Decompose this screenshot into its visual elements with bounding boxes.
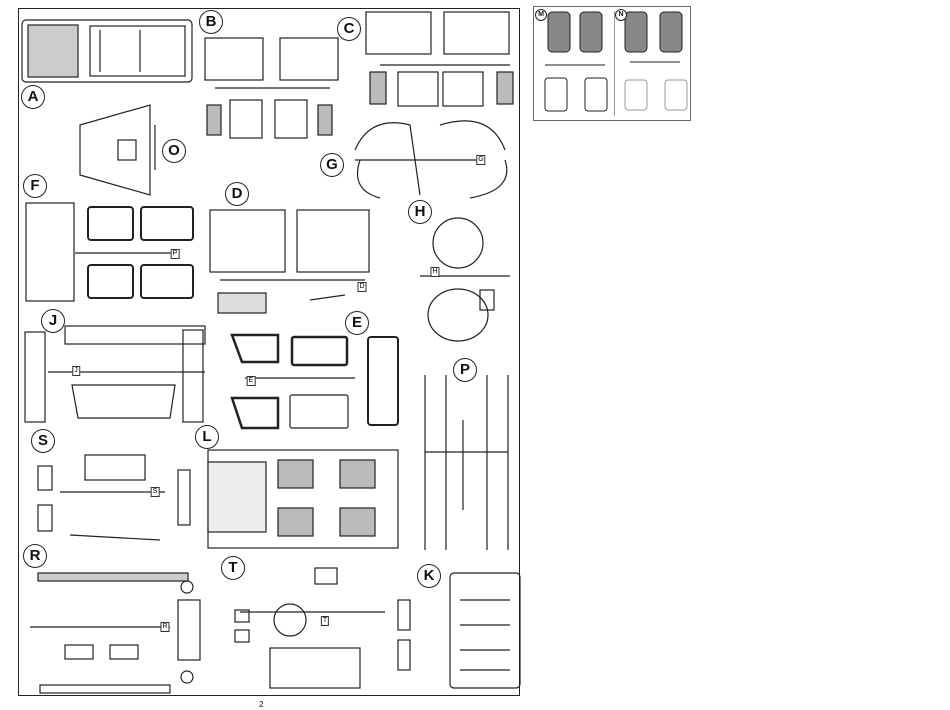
label-l: L	[195, 425, 219, 449]
inset-divider	[614, 11, 615, 116]
sprue-tag-p: P	[170, 249, 180, 259]
sprue-tag-r: R	[160, 622, 170, 632]
page-number: 2	[259, 700, 264, 709]
label-e: E	[345, 311, 369, 335]
label-a: A	[21, 85, 45, 109]
part-group-p	[424, 375, 509, 550]
part-group-k	[449, 572, 521, 689]
part-group-d	[209, 209, 370, 314]
part-group-o	[79, 104, 156, 196]
sprue-tag-d: D	[357, 282, 367, 292]
sprue-tag-g: G	[476, 155, 486, 165]
label-j: J	[41, 309, 65, 333]
label-t: T	[221, 556, 245, 580]
sprue-tag-j: J	[72, 366, 80, 376]
part-group-b	[204, 37, 339, 139]
label-h: H	[408, 200, 432, 224]
inset-label-n: N	[615, 9, 627, 21]
sprue-tag-s: S	[150, 487, 160, 497]
label-k: K	[417, 564, 441, 588]
label-c: C	[337, 17, 361, 41]
inset-label-m: M	[535, 9, 547, 21]
part-group-a	[21, 19, 193, 83]
label-d: D	[225, 182, 249, 206]
sprue-tag-t: T	[320, 616, 330, 626]
part-group-g	[354, 120, 508, 199]
part-group-l	[207, 449, 399, 549]
label-g: G	[320, 153, 344, 177]
parts-sheet-frame	[18, 8, 520, 696]
part-group-e	[230, 333, 399, 430]
label-s: S	[31, 429, 55, 453]
seat-inset-panel	[533, 6, 691, 121]
inset-seats	[544, 11, 688, 112]
label-f: F	[23, 174, 47, 198]
part-group-r	[30, 572, 201, 694]
part-group-c	[365, 11, 514, 107]
label-p: P	[453, 358, 477, 382]
part-group-s	[37, 454, 191, 541]
sprue-tag-e: E	[246, 376, 256, 386]
part-group-h	[420, 217, 510, 342]
part-group-f	[25, 202, 194, 302]
part-group-j	[24, 325, 206, 423]
label-r: R	[23, 544, 47, 568]
label-o: O	[162, 139, 186, 163]
label-b: B	[199, 10, 223, 34]
part-group-t	[234, 567, 411, 689]
sprue-tag-h: H	[430, 267, 440, 277]
